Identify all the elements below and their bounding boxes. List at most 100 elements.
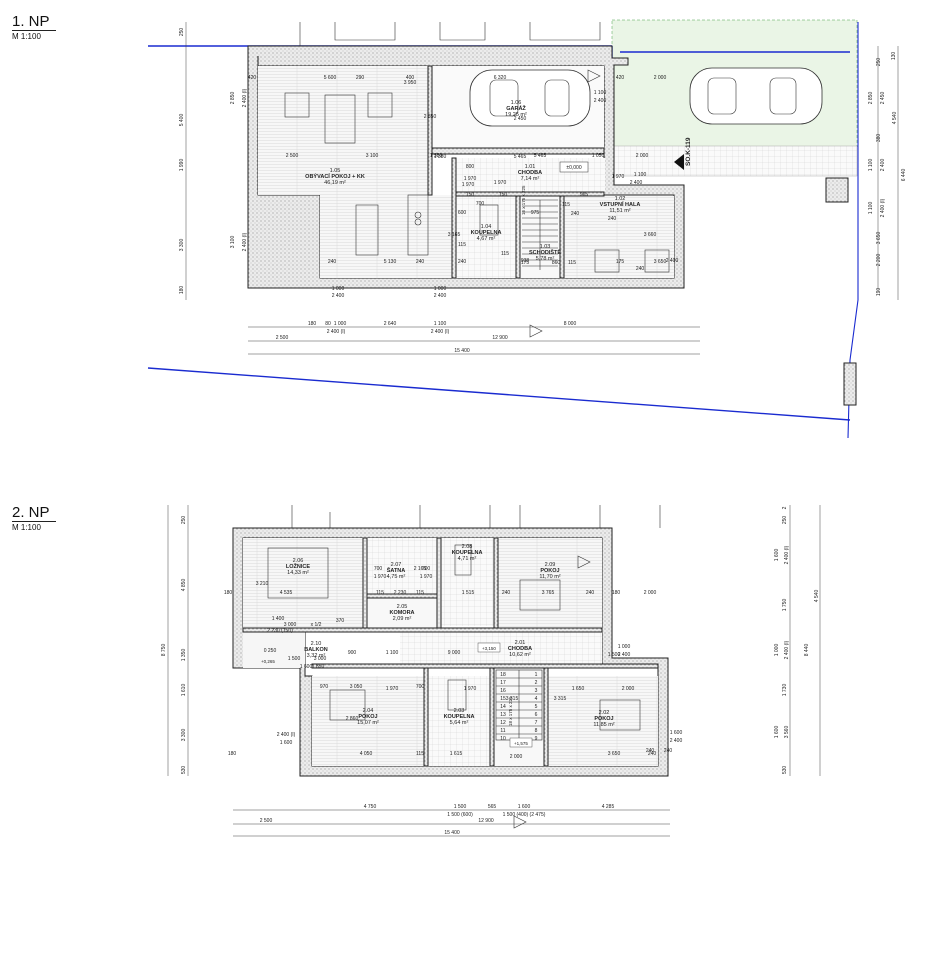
outbuilding xyxy=(825,177,849,203)
room-number: 2.05 xyxy=(397,604,408,610)
dimension-label: 1 350 xyxy=(181,649,187,662)
dimension-label: 115 xyxy=(568,260,576,266)
dimension-label: 1 000 xyxy=(434,286,447,292)
bathtub-1 xyxy=(479,204,499,236)
dimension-label: 1 600 xyxy=(518,804,531,810)
room-204-floor xyxy=(312,676,424,766)
dimension-label: 700 xyxy=(476,201,485,207)
room-area: 3,32 m² xyxy=(307,653,326,659)
neighbour-outline-np2 xyxy=(291,505,661,529)
dimension-label: 975 xyxy=(531,210,540,216)
dimension-label: 1 600 xyxy=(300,664,313,670)
dimension-label: 2 400 xyxy=(630,180,643,186)
stair-step-number: 13 xyxy=(500,712,506,718)
dimension-label: 9 000 xyxy=(448,650,461,656)
dimension-label: 1 970 xyxy=(464,176,477,182)
dimension-label: 2 000 xyxy=(510,754,523,760)
dimension-label: 5 130 xyxy=(384,259,397,265)
dimension-label: 1 970 xyxy=(462,182,475,188)
stair-step-number: 3 xyxy=(535,688,538,694)
room-number: 2.09 xyxy=(545,562,556,568)
dimension-label: 175 xyxy=(521,260,530,266)
stair-step-number: 17 xyxy=(500,680,506,686)
hob xyxy=(414,211,422,219)
dimension-label: 12 900 xyxy=(492,335,508,341)
dimension-label: 115 xyxy=(416,751,424,757)
section-marker-icon xyxy=(674,154,684,170)
dimension-label: 2 640 xyxy=(384,321,397,327)
bench xyxy=(594,249,620,273)
room-name: KOUPELNA xyxy=(471,230,502,236)
dimension-label: 5 400 xyxy=(179,114,185,127)
room-number: 1.03 xyxy=(540,244,551,250)
stair-step-number: 15 xyxy=(500,696,506,702)
dimension-label: 4 850 xyxy=(181,579,187,592)
dimension-label: 1 100 xyxy=(386,650,399,656)
dimension-label: 2 400 xyxy=(434,293,447,299)
balcony-floor xyxy=(243,632,305,668)
dimension-label: 180 xyxy=(612,590,621,596)
dimension-label: 3 050 xyxy=(350,684,363,690)
level-np2-c: +0,265 xyxy=(261,659,275,664)
room-name: LOŽNICE xyxy=(286,562,310,570)
dimension-label: 4 750 xyxy=(364,804,377,810)
room-name: CHODBA xyxy=(518,170,542,176)
dimension-label: 1 990 xyxy=(179,159,185,172)
dimension-label: 1 500 xyxy=(608,652,621,658)
dimension-label: 2 400 (I) xyxy=(242,88,248,107)
dimension-label: 2 230 (150) xyxy=(267,628,293,634)
dimension-label: 420 xyxy=(616,75,625,81)
dimension-label: 1 750 xyxy=(782,599,788,612)
dimension-label-total: 8 750 xyxy=(161,644,167,657)
stair-step-number: 2 xyxy=(535,680,538,686)
dimension-label: 2 400 (I) xyxy=(277,732,296,738)
neighbour-outline xyxy=(299,22,601,46)
room-name: VSTUPNÍ HALA xyxy=(600,200,641,208)
stair-step-number: 4 xyxy=(535,696,538,702)
dimension-label: 2 400 xyxy=(666,258,679,264)
wall-np2-7 xyxy=(489,667,495,767)
dimension-label: 1 970 xyxy=(420,574,433,580)
dimension-label: 3 660 xyxy=(644,232,657,238)
garage-wall xyxy=(427,65,433,196)
dimension-label: 290 xyxy=(356,75,365,81)
dimension-label: 2 450 xyxy=(880,92,886,105)
dimension-label: 6 440 xyxy=(901,169,907,182)
dimension-label: 115 xyxy=(376,590,384,596)
room-number: 1.05 xyxy=(330,168,341,174)
entry-arrow-np2-bottom-icon xyxy=(513,815,527,829)
dimension-label: 700 xyxy=(416,684,425,690)
dimension-label: 600 xyxy=(458,210,467,216)
room-number: 2.03 xyxy=(454,708,465,714)
floor-2-title: 2. NP xyxy=(12,504,50,521)
room-name: OBÝVACÍ POKOJ + KK xyxy=(305,172,365,180)
dimension-label: 1 970 xyxy=(386,686,399,692)
dimension-label: 2 000 xyxy=(622,686,635,692)
dimension-label: 12 900 xyxy=(478,818,494,824)
section-label: SO.K-119 xyxy=(685,137,692,166)
stair-step-number: 8 xyxy=(535,728,538,734)
dimension-label: 240 xyxy=(502,590,511,596)
dimension-label: 1 850 xyxy=(312,664,325,670)
dimension-label: 565 xyxy=(488,804,497,810)
dimension-label: 115 xyxy=(562,202,570,208)
level-np2-b: +1,575 xyxy=(514,741,528,746)
dimension-label: 2 000 xyxy=(636,153,649,159)
kitchen-counter xyxy=(407,194,429,256)
dimension-label: 2 850 xyxy=(230,92,236,105)
room-209-floor xyxy=(498,538,602,628)
dimension-label: 150 xyxy=(466,192,475,198)
level-np2: +3,150 xyxy=(482,646,496,651)
dimension-label: 370 xyxy=(336,618,345,624)
room-name: POKOJ xyxy=(594,716,613,722)
room-area: 4,67 m² xyxy=(477,236,496,242)
dimension-label: 1 100 xyxy=(434,321,447,327)
hob xyxy=(414,218,422,226)
room-number: 2.02 xyxy=(599,710,610,716)
dimension-label: 1 970 xyxy=(494,180,507,186)
floor-2-heading: 2. NP M 1:100 xyxy=(12,505,56,533)
dimension-label: 2 860 xyxy=(346,716,359,722)
dimension-label: 1 400 xyxy=(272,616,285,622)
dimension-label: 4 285 xyxy=(602,804,615,810)
